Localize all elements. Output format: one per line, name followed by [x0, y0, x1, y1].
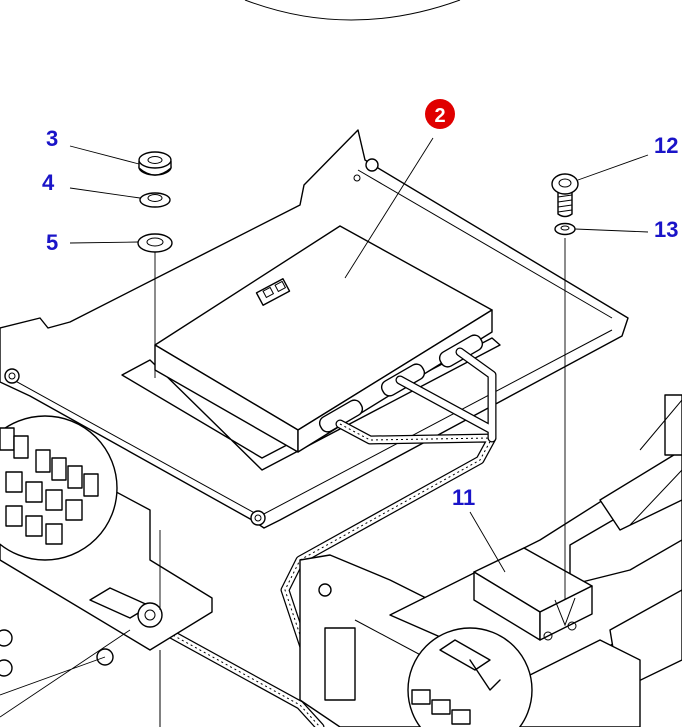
bolt-part-12: [551, 173, 579, 218]
leader-4: [69, 187, 141, 199]
part-number-12: 12: [654, 133, 678, 158]
leader-11: [469, 511, 506, 573]
callout-main-circle: [425, 99, 455, 129]
top-round-part: [244, 0, 461, 21]
part-number-11: 11: [452, 485, 475, 510]
leader-13: [574, 228, 649, 233]
connector-detail-circle: [407, 627, 533, 727]
leader-3: [69, 145, 140, 165]
callout-main: 2: [425, 99, 455, 129]
leader-12: [577, 154, 649, 181]
controller-unit: [121, 225, 501, 471]
washer-part-13: [554, 222, 576, 236]
leader-5: [69, 241, 139, 244]
nut-part-3: [138, 151, 172, 176]
fuse-box-left: [0, 415, 213, 727]
spring-washer-part-4: [139, 192, 171, 208]
callout-main-label: 2: [434, 105, 445, 127]
washer-part-5: [137, 233, 173, 253]
relay-box: [473, 547, 593, 641]
part-number-4: 4: [42, 170, 55, 195]
part-number-3: 3: [46, 126, 58, 151]
part-number-5: 5: [46, 230, 58, 255]
part-number-13: 13: [654, 217, 678, 242]
leader-2: [344, 137, 434, 279]
assembly-line-left: [154, 252, 161, 610]
